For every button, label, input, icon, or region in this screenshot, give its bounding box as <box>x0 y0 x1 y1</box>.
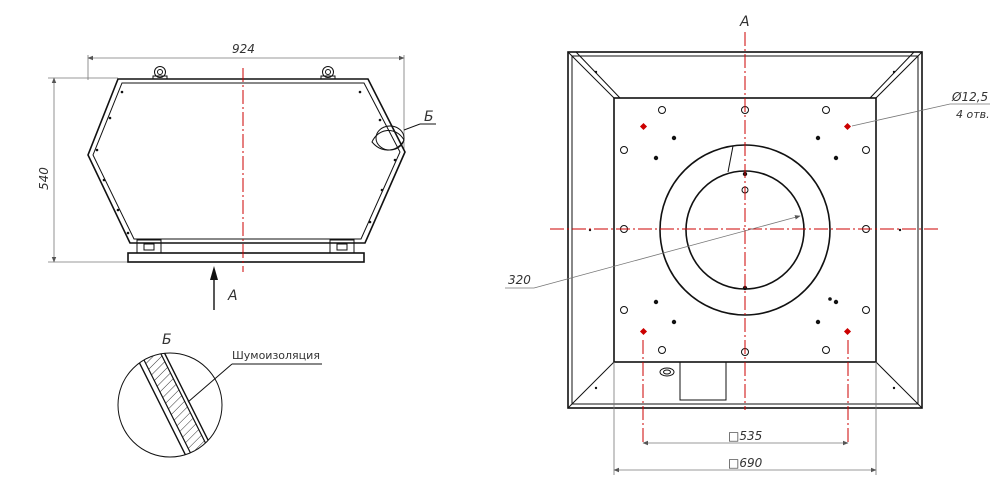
mounting-feet <box>136 239 355 254</box>
small-holes <box>653 135 839 325</box>
mounting-holes-4x <box>639 122 852 336</box>
fan-housing-outline <box>87 78 406 244</box>
inner-square-dimension: □535 <box>642 429 849 446</box>
top-view-title: А <box>739 14 750 30</box>
hole-count-text: 4 отв. <box>956 108 990 121</box>
detail-callout-label: Б <box>424 109 434 125</box>
detail-title: Б <box>162 332 172 348</box>
insulation-label: Шумоизоляция <box>232 349 320 362</box>
rivets <box>95 90 397 235</box>
detail-callout: Б <box>371 109 436 151</box>
bolt-holes <box>620 106 870 356</box>
hole-dimension: Ø12,5 4 отв. <box>851 90 990 127</box>
view-arrow: А <box>210 266 238 310</box>
hole-dimension-text: Ø12,5 <box>951 90 988 104</box>
view-arrow-label: А <box>227 288 238 304</box>
inner-square-dimension-text: □535 <box>728 429 762 443</box>
base-plate <box>127 252 365 263</box>
junction-box <box>659 361 727 401</box>
detail-circle <box>117 352 223 458</box>
outer-square-dimension: □690 <box>613 362 877 475</box>
side-view: 924 540 <box>37 42 436 310</box>
diameter-dimension: 320 <box>505 215 801 289</box>
top-view: А <box>505 14 990 475</box>
lifting-eye-left <box>152 66 168 80</box>
height-dimension: 540 <box>37 77 128 263</box>
diameter-dimension-text: 320 <box>508 273 531 287</box>
lifting-eye-right <box>320 66 336 80</box>
outer-square-dimension-text: □690 <box>728 456 763 470</box>
width-dimension-text: 924 <box>232 42 255 56</box>
height-dimension-text: 540 <box>37 167 51 190</box>
width-dimension: 924 <box>87 42 405 150</box>
detail-view: Б Шумоизоляция <box>117 332 322 458</box>
